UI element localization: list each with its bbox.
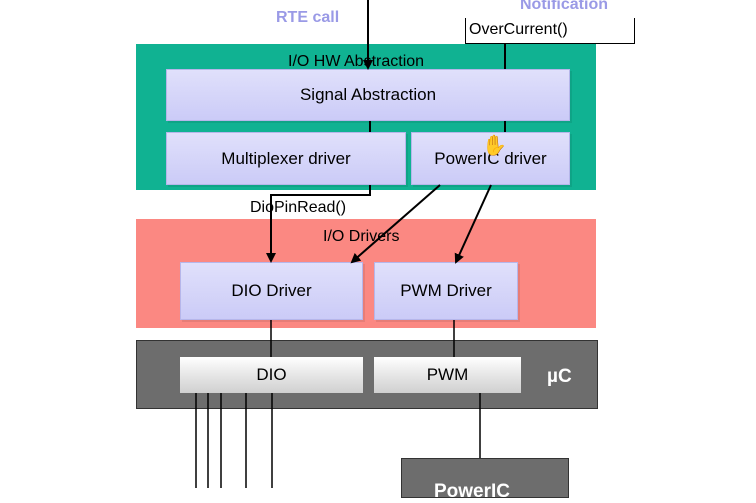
io-hw-abstraction-title: I/O HW Abstraction [288, 53, 425, 70]
dio-box: DIO [180, 357, 363, 393]
dio-pin-read-arrow [266, 185, 371, 263]
io-drivers-title: I/O Drivers [323, 228, 400, 245]
connector-layer [195, 0, 506, 488]
multiplexer-driver-box: Multiplexer driver [166, 132, 406, 185]
overcurrent-label: OverCurrent() [469, 21, 568, 38]
power-ic-driver-box: PowerIC driver [411, 132, 570, 185]
signal-abstraction-box: Signal Abstraction [166, 69, 570, 121]
dio-pin-read-label: DioPinRead() [250, 199, 347, 216]
notification-label: Notification [520, 0, 608, 13]
signal-abstraction-label: Signal Abstraction [299, 85, 437, 104]
pwm-box: PWM [374, 357, 521, 393]
uc-title: µC [547, 366, 572, 387]
dio-driver-box: DIO Driver [180, 262, 363, 320]
power-ic-driver-label: PowerIC driver [434, 148, 547, 168]
pwm-driver-label: PWM Driver [400, 281, 492, 300]
dio-label: DIO [256, 365, 287, 384]
pwm-label: PWM [426, 365, 469, 384]
dio-driver-label: DIO Driver [231, 281, 312, 300]
poweric-to-dio-arrow [350, 184, 441, 264]
poweric-to-pwm-arrow [454, 184, 492, 264]
multiplexer-driver-label: Multiplexer driver [221, 148, 351, 168]
pwm-driver-box: PWM Driver [374, 262, 518, 320]
hand-cursor-icon: ✋ [482, 135, 507, 157]
overcurrent-box: OverCurrent() [465, 18, 635, 44]
rte-call-label: RTE call [276, 9, 340, 26]
